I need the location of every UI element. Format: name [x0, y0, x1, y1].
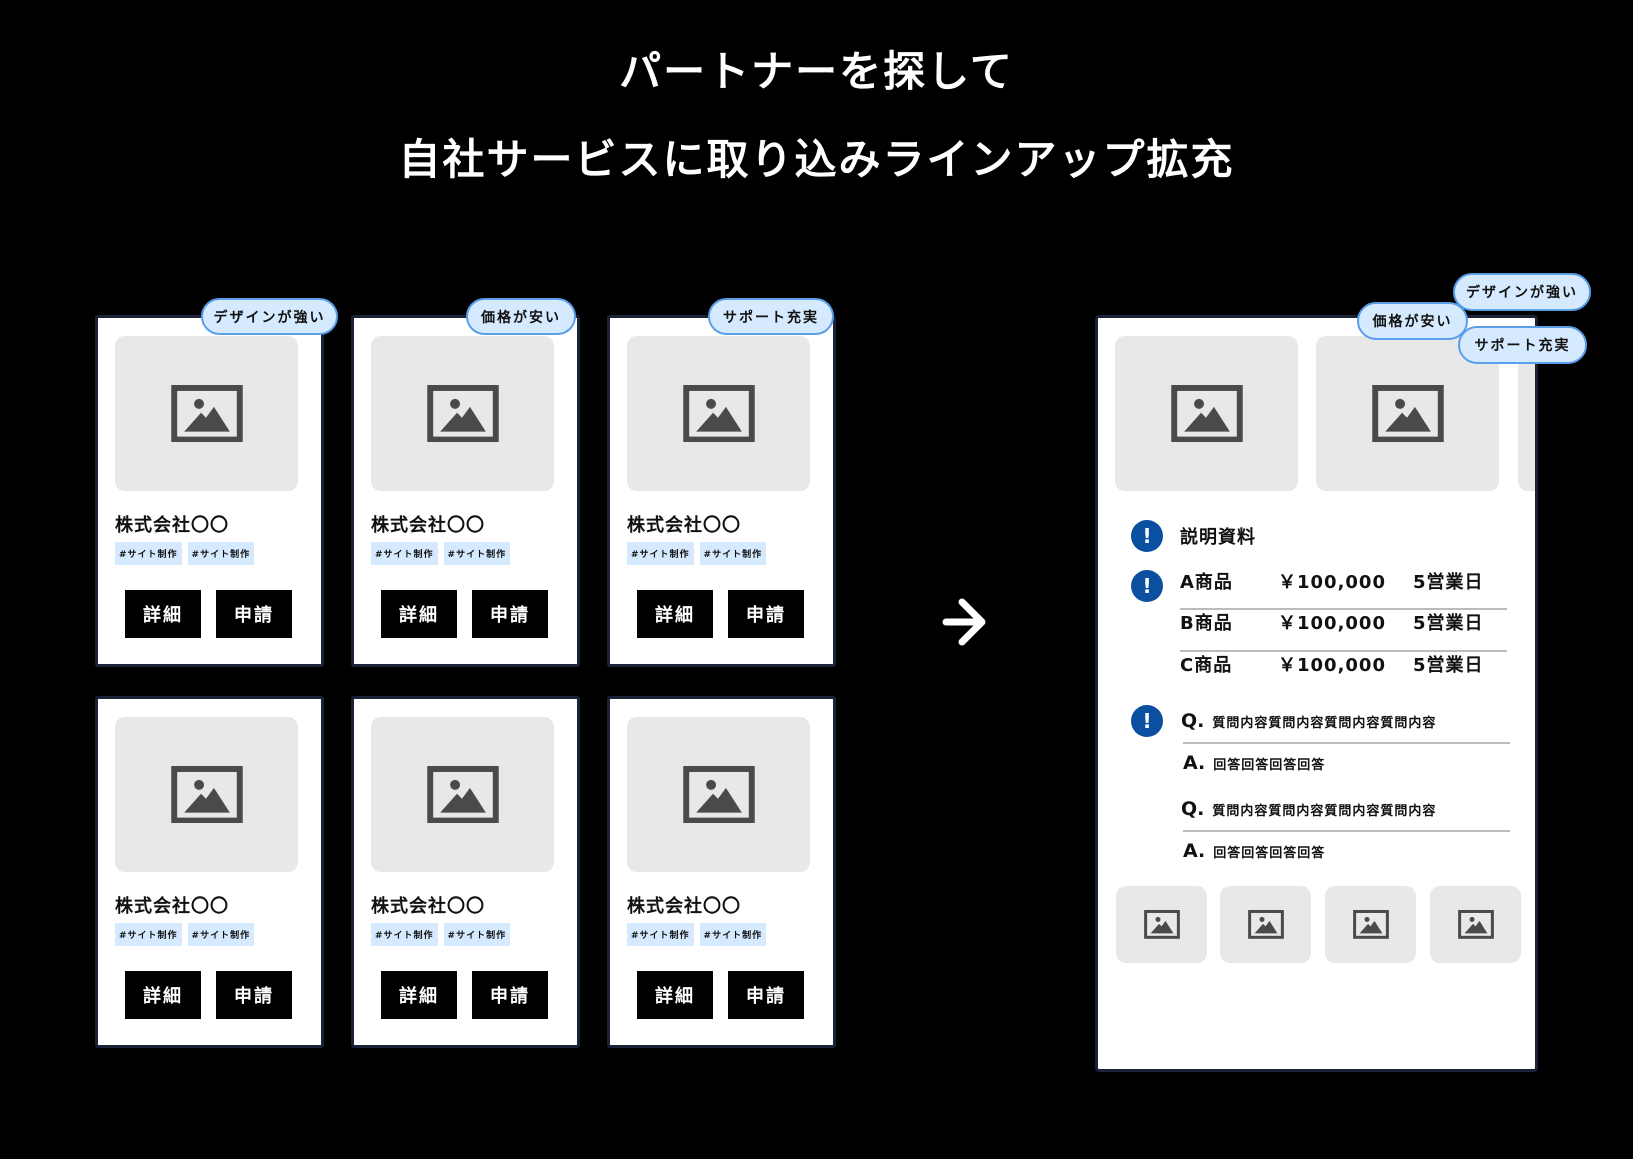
product-lead-time: 5営業日	[1413, 572, 1484, 593]
thumbnail[interactable]	[1430, 886, 1521, 963]
image-placeholder	[627, 336, 810, 491]
title-line-2: 自社サービスに取り込みラインアップ拡充	[398, 135, 1235, 184]
image-placeholder	[115, 336, 298, 491]
detail-button[interactable]: 詳細	[637, 590, 713, 638]
tag[interactable]: #サイト制作	[627, 923, 694, 946]
product-name: B商品	[1180, 613, 1233, 634]
feature-badge: 価格が安い	[466, 298, 576, 335]
company-name: 株式会社〇〇	[627, 896, 741, 917]
image-placeholder	[371, 336, 554, 491]
product-price: ￥100,000	[1278, 655, 1386, 676]
tag[interactable]: #サイト制作	[627, 542, 694, 565]
tag[interactable]: #サイト制作	[187, 923, 255, 946]
image-icon	[1247, 910, 1284, 939]
partner-card[interactable]: 株式会社〇〇 #サイト制作#サイト制作 詳細 申請	[607, 696, 836, 1048]
partner-card[interactable]: 株式会社〇〇 #サイト制作#サイト制作 詳細 申請	[95, 315, 324, 667]
apply-button[interactable]: 申請	[728, 971, 804, 1019]
company-name: 株式会社〇〇	[115, 896, 229, 917]
faq-answer: A.回答回答回答回答	[1183, 840, 1326, 862]
detail-button[interactable]: 詳細	[637, 971, 713, 1019]
divider	[1183, 742, 1510, 744]
arrow-right-icon	[942, 598, 986, 646]
image-icon	[1352, 910, 1389, 939]
partner-card[interactable]: 株式会社〇〇 #サイト制作#サイト制作 詳細 申請	[351, 696, 580, 1048]
apply-button[interactable]: 申請	[472, 590, 548, 638]
detail-button[interactable]: 詳細	[381, 590, 457, 638]
thumbnail[interactable]	[1116, 886, 1207, 963]
tag[interactable]: #サイト制作	[115, 542, 182, 565]
tag[interactable]: #サイト制作	[371, 542, 438, 565]
apply-button[interactable]: 申請	[216, 971, 292, 1019]
feature-badge: デザインが強い	[1453, 273, 1591, 311]
image-icon	[1457, 910, 1494, 939]
faq-question[interactable]: Q.質問内容質問内容質問内容質問内容	[1181, 798, 1437, 820]
product-lead-time: 5営業日	[1413, 613, 1484, 634]
faq-question[interactable]: Q.質問内容質問内容質問内容質問内容	[1181, 710, 1437, 732]
thumbnail[interactable]	[1220, 886, 1311, 963]
doc-label[interactable]: 説明資料	[1180, 527, 1256, 548]
partner-card[interactable]: 株式会社〇〇 #サイト制作#サイト制作 詳細 申請	[351, 315, 580, 667]
tag[interactable]: #サイト制作	[699, 923, 767, 946]
image-placeholder-partial	[1518, 336, 1535, 491]
faq-answer: A.回答回答回答回答	[1183, 752, 1326, 774]
divider	[1180, 608, 1507, 610]
apply-button[interactable]: 申請	[728, 590, 804, 638]
detail-button[interactable]: 詳細	[381, 971, 457, 1019]
product-name: A商品	[1180, 572, 1233, 593]
image-icon	[1371, 384, 1444, 443]
image-placeholder	[371, 717, 554, 872]
tag[interactable]: #サイト制作	[115, 923, 182, 946]
partner-card[interactable]: 株式会社〇〇 #サイト制作#サイト制作 詳細 申請	[95, 696, 324, 1048]
apply-button[interactable]: 申請	[472, 971, 548, 1019]
image-icon	[170, 765, 243, 824]
apply-button[interactable]: 申請	[216, 590, 292, 638]
image-icon	[682, 384, 755, 443]
tag[interactable]: #サイト制作	[187, 542, 255, 565]
image-icon	[1143, 910, 1180, 939]
tag[interactable]: #サイト制作	[443, 542, 511, 565]
image-placeholder	[115, 717, 298, 872]
tag[interactable]: #サイト制作	[371, 923, 438, 946]
company-name: 株式会社〇〇	[371, 515, 485, 536]
title-line-1: パートナーを探して	[619, 47, 1014, 96]
company-name: 株式会社〇〇	[627, 515, 741, 536]
divider	[1180, 650, 1507, 652]
image-placeholder	[1115, 336, 1298, 491]
tag[interactable]: #サイト制作	[443, 923, 511, 946]
feature-badge: サポート充実	[708, 298, 834, 335]
image-icon	[426, 384, 499, 443]
image-icon	[170, 384, 243, 443]
info-icon: !	[1131, 705, 1163, 737]
info-icon: !	[1131, 570, 1163, 602]
company-name: 株式会社〇〇	[371, 896, 485, 917]
detail-button[interactable]: 詳細	[125, 590, 201, 638]
tag[interactable]: #サイト制作	[699, 542, 767, 565]
divider	[1183, 830, 1510, 832]
feature-badge: サポート充実	[1458, 326, 1587, 364]
company-name: 株式会社〇〇	[115, 515, 229, 536]
feature-badge: デザインが強い	[201, 298, 338, 335]
feature-badge: 価格が安い	[1357, 302, 1468, 340]
image-icon	[682, 765, 755, 824]
partner-card[interactable]: 株式会社〇〇 #サイト制作#サイト制作 詳細 申請	[607, 315, 836, 667]
product-price: ￥100,000	[1278, 613, 1386, 634]
image-icon	[426, 765, 499, 824]
partner-detail-panel: ! 説明資料 ! A商品 ￥100,000 5営業日 B商品 ￥100,000 5…	[1095, 315, 1538, 1072]
product-name: C商品	[1180, 655, 1233, 676]
thumbnail[interactable]	[1325, 886, 1416, 963]
product-lead-time: 5営業日	[1413, 655, 1484, 676]
info-icon: !	[1131, 520, 1163, 552]
product-price: ￥100,000	[1278, 572, 1386, 593]
image-icon	[1170, 384, 1243, 443]
detail-button[interactable]: 詳細	[125, 971, 201, 1019]
image-placeholder	[627, 717, 810, 872]
